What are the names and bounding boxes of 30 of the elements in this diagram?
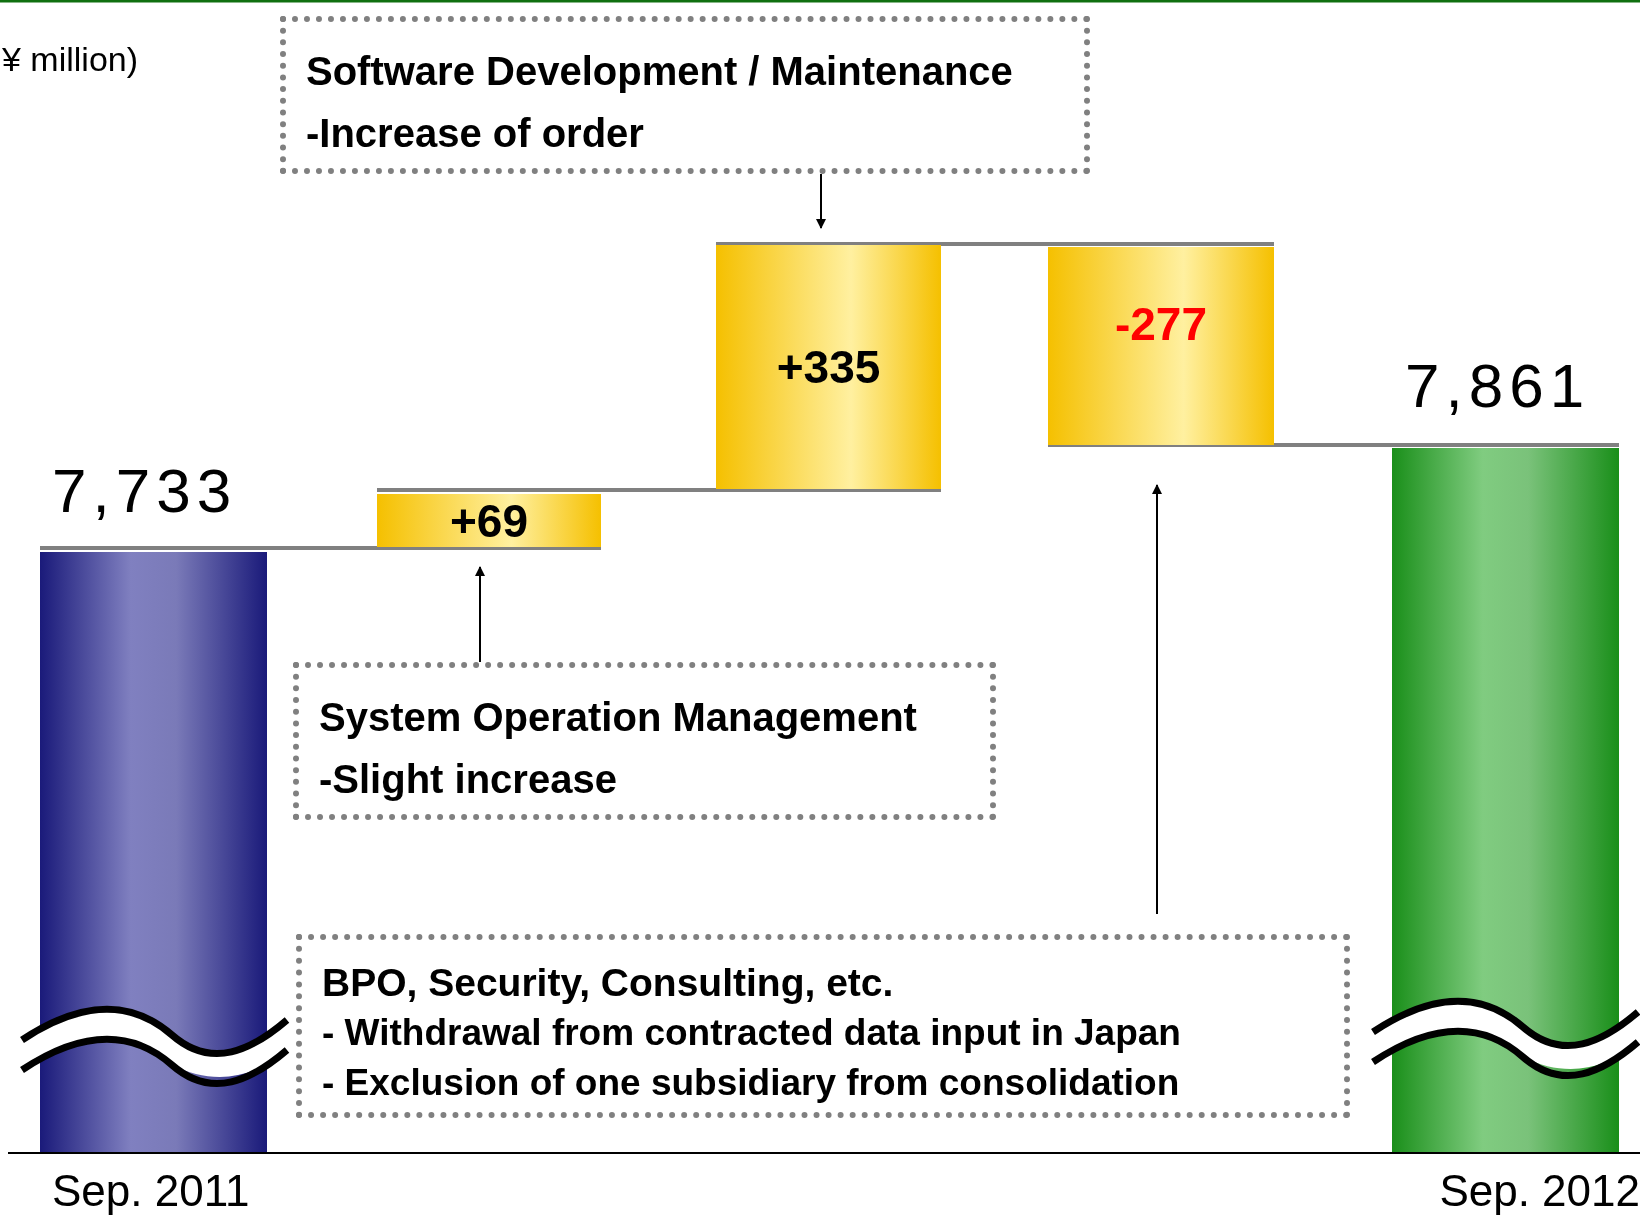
callout-text: - Withdrawal from contracted data input in Japan [322, 1011, 1182, 1055]
callout-heading: BPO, Security, Consulting, etc. [322, 960, 895, 1006]
callout-box [293, 662, 996, 820]
total-bar [1392, 448, 1619, 1152]
change-bar [1048, 247, 1274, 445]
arrow [816, 173, 826, 229]
callout-box [280, 16, 1090, 174]
change-bar [377, 494, 601, 547]
change-bar [716, 245, 941, 489]
value-label: +69 [450, 493, 528, 548]
total-bar [40, 552, 267, 1152]
arrow [1152, 484, 1162, 915]
unit-label: ¥ million) [2, 40, 139, 79]
value-label: 7,733 [52, 455, 238, 526]
value-label: -277 [1114, 297, 1208, 351]
step-line [40, 546, 601, 550]
step-line [377, 488, 941, 492]
step-line [1048, 443, 1619, 447]
step-line [716, 242, 1274, 246]
callout-text: - Exclusion of one subsidiary from consolidation [322, 1061, 1181, 1105]
callout-box [296, 934, 1350, 1118]
value-label: 7,861 [1405, 350, 1591, 421]
value-label: +335 [776, 340, 881, 394]
callout-heading: System Operation Management [319, 694, 918, 741]
category-label: Sep. 2011 [52, 1166, 250, 1216]
category-label: Sep. 2012 [1439, 1166, 1640, 1216]
callout-heading: Software Development / Maintenance [306, 48, 1014, 95]
arrow [475, 566, 485, 663]
callout-text: -Slight increase [319, 756, 618, 803]
callout-text: -Increase of order [306, 110, 645, 157]
